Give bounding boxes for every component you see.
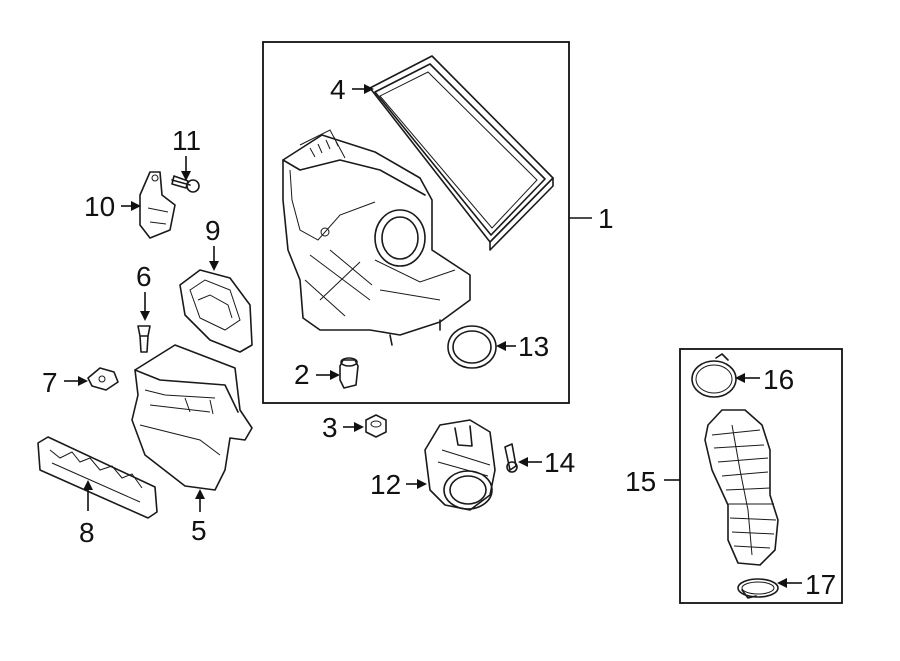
callout-2: 2 [294, 359, 310, 390]
part-hose-clamp-upper[interactable] [691, 353, 737, 398]
callout-11: 11 [172, 125, 201, 156]
part-mass-air-flow-sensor[interactable] [424, 419, 496, 511]
part-hose-clamp-lower[interactable] [737, 578, 779, 599]
callout-1: 1 [598, 203, 614, 234]
callout-5: 5 [191, 515, 207, 546]
callout-7: 7 [42, 367, 58, 398]
part-screw[interactable] [504, 443, 518, 473]
group-box-intake-duct [679, 348, 843, 604]
callout-4: 4 [330, 74, 346, 105]
part-grommet[interactable] [339, 357, 359, 389]
part-air-inlet-duct[interactable] [131, 344, 253, 491]
callout-10: 10 [84, 191, 115, 222]
part-inlet-grille[interactable] [37, 436, 158, 519]
part-air-cleaner-housing[interactable] [282, 129, 471, 346]
part-clip[interactable] [87, 367, 119, 391]
callout-12: 12 [370, 469, 401, 500]
part-seal-ring[interactable] [447, 325, 497, 369]
part-intake-hose[interactable] [704, 409, 779, 566]
callout-3: 3 [322, 412, 338, 443]
callout-13: 13 [518, 331, 549, 362]
part-inlet-seal[interactable] [179, 269, 253, 353]
callout-14: 14 [544, 447, 575, 478]
part-nut[interactable] [365, 414, 387, 438]
part-bracket[interactable] [139, 171, 176, 239]
part-air-filter[interactable] [369, 55, 554, 251]
callout-17: 17 [805, 569, 836, 600]
callout-8: 8 [79, 517, 95, 548]
leader-lines [64, 84, 802, 588]
part-bolt[interactable] [171, 175, 200, 193]
callout-15: 15 [625, 466, 656, 497]
group-box-air-cleaner [262, 41, 570, 404]
part-push-pin[interactable] [137, 325, 151, 353]
callout-9: 9 [205, 215, 221, 246]
callout-6: 6 [136, 261, 152, 292]
callout-16: 16 [763, 364, 794, 395]
